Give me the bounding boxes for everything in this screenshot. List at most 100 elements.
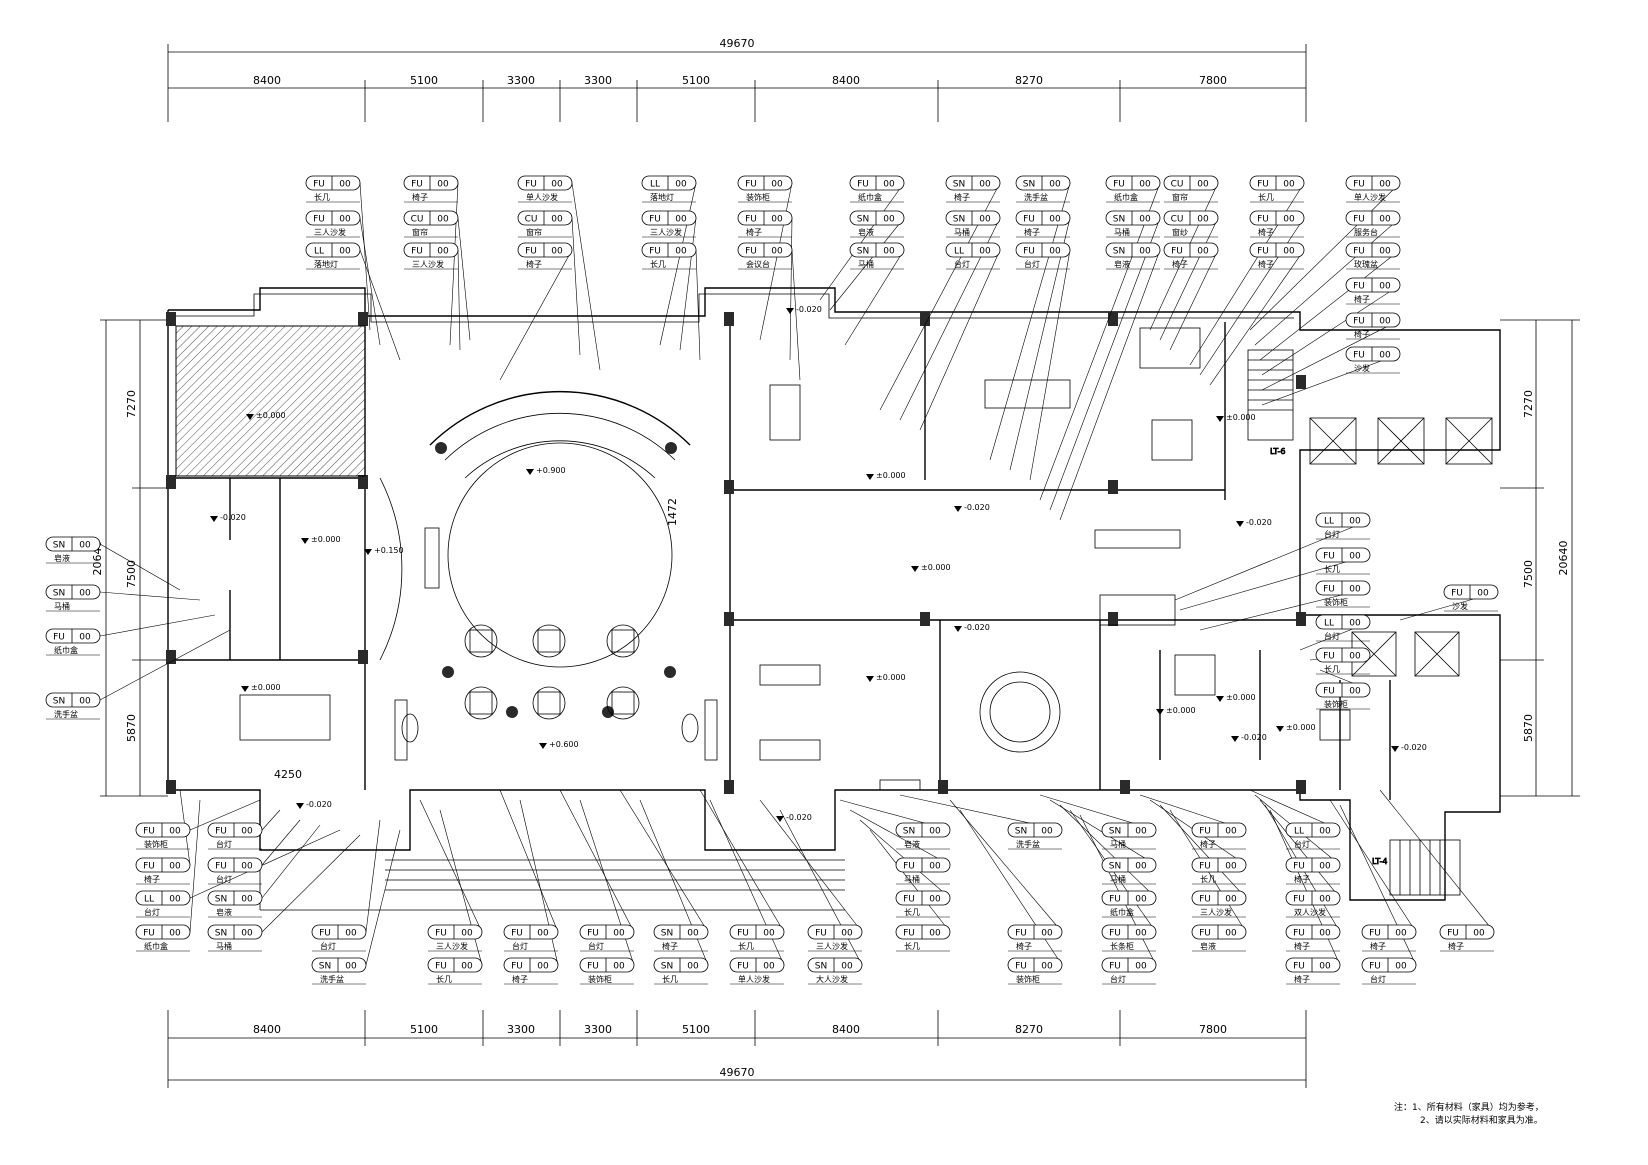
leader-line (571, 182, 601, 371)
tag-box (1361, 957, 1417, 973)
level-mark: -0.020 (796, 305, 822, 314)
tag-number: 00 (675, 215, 687, 225)
